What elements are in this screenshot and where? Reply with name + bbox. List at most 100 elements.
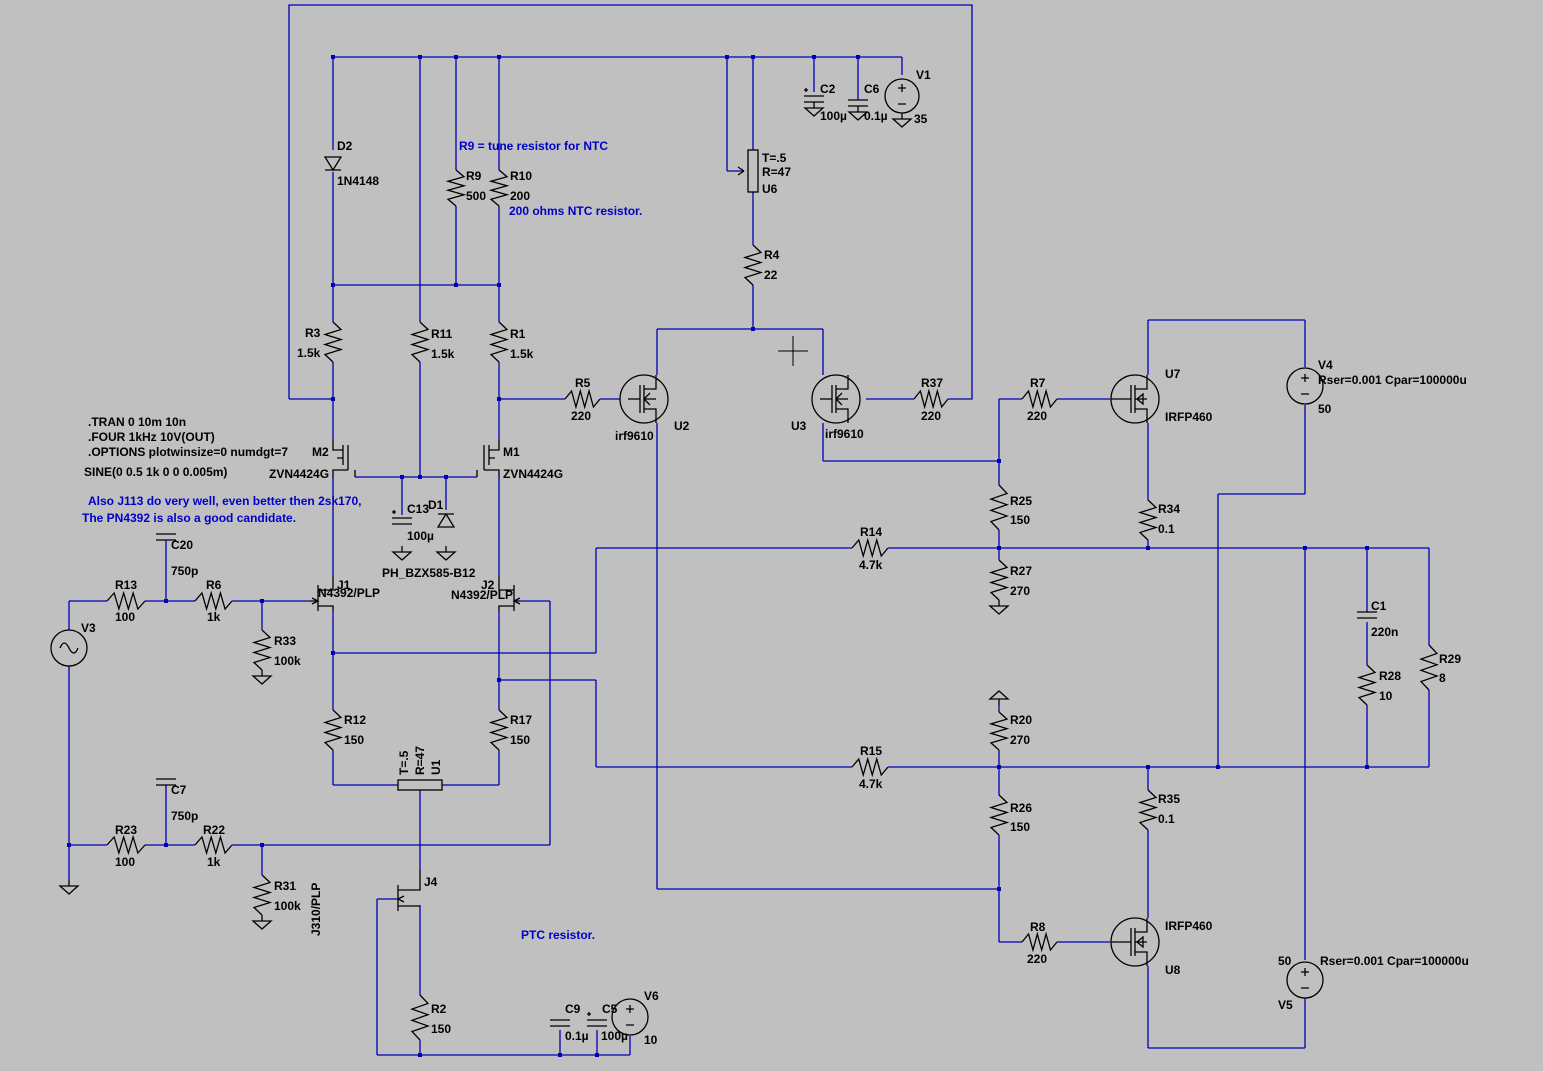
jfet-j4 xyxy=(396,870,421,911)
label-R29-value: 8 xyxy=(1439,671,1446,685)
label-R20-value: 270 xyxy=(1010,733,1030,747)
ground-v3 xyxy=(58,880,80,895)
label-R23-value: 100 xyxy=(115,855,135,869)
resistor-r13 xyxy=(106,590,146,612)
directive-four[interactable]: .FOUR 1kHz 10V(OUT) xyxy=(88,430,215,444)
capacitor-c6 xyxy=(848,99,868,107)
label-R22: R22 xyxy=(203,823,225,837)
label-C13-value: 100µ xyxy=(407,529,434,543)
label-R4-value: 22 xyxy=(764,268,778,282)
comment-ptc[interactable]: PTC resistor. xyxy=(521,928,595,942)
label-R3-value: 1.5k xyxy=(297,346,321,360)
label-U6-t: T=.5 xyxy=(762,151,787,165)
capacitor-c20 xyxy=(156,533,176,541)
directive-tran[interactable]: .TRAN 0 10m 10n xyxy=(88,415,186,429)
label-C7: C7 xyxy=(171,783,187,797)
label-C1-value: 220n xyxy=(1371,625,1398,639)
capacitor-c7 xyxy=(156,778,176,786)
label-R8-value: 220 xyxy=(1027,952,1047,966)
label-M1: M1 xyxy=(503,445,520,459)
label-M2: M2 xyxy=(312,445,329,459)
capacitor-c9 xyxy=(550,1019,570,1027)
jfet-j1 xyxy=(310,575,334,611)
components xyxy=(50,78,1439,1041)
comment-jfet-1[interactable]: Also J113 do very well, even better then… xyxy=(88,494,361,508)
label-J1-value: N4392/PLP xyxy=(318,586,380,600)
label-V5-params: Rser=0.001 Cpar=100000u xyxy=(1320,954,1469,968)
resistor-r37 xyxy=(913,388,949,410)
label-R28: R28 xyxy=(1379,669,1401,683)
label-R3: R3 xyxy=(305,326,321,340)
label-V3: V3 xyxy=(81,621,96,635)
ground-r20 xyxy=(988,690,1010,705)
label-V6: V6 xyxy=(644,989,659,1003)
resistor-r4 xyxy=(742,244,764,286)
resistor-r15 xyxy=(851,756,889,778)
label-R33: R33 xyxy=(274,634,296,648)
label-R6-value: 1k xyxy=(207,610,221,624)
label-C6-value: 0.1µ xyxy=(864,109,888,123)
resistor-r5 xyxy=(564,388,601,410)
label-C1: C1 xyxy=(1371,599,1387,613)
ground-c2 xyxy=(803,102,825,117)
resistor-r23 xyxy=(106,834,146,856)
label-U1-t: T=.5 xyxy=(397,750,411,775)
label-R2-value: 150 xyxy=(431,1022,451,1036)
label-C2: C2 xyxy=(820,82,836,96)
label-R15: R15 xyxy=(860,744,882,758)
label-R5: R5 xyxy=(575,376,591,390)
label-C20-value: 750p xyxy=(171,564,198,578)
capacitor-c5-plus xyxy=(587,1012,591,1016)
label-R12: R12 xyxy=(344,713,366,727)
label-V5: V5 xyxy=(1278,998,1293,1012)
resistor-r2 xyxy=(410,994,430,1041)
label-C5-value: 100µ xyxy=(601,1029,628,1043)
resistor-r25 xyxy=(989,484,1009,531)
ground-d1 xyxy=(435,546,457,561)
label-R31-value: 100k xyxy=(274,899,301,913)
mosfet-m2 xyxy=(332,440,356,478)
label-R9: R9 xyxy=(466,169,482,183)
mosfet-m1 xyxy=(476,440,500,478)
mosfet-u7-body xyxy=(1111,375,1148,423)
label-U6-r: R=47 xyxy=(762,165,791,179)
label-V5-value: 50 xyxy=(1278,954,1292,968)
resistor-r11 xyxy=(409,321,431,363)
comment-ntc[interactable]: 200 ohms NTC resistor. xyxy=(509,204,642,218)
label-R15-value: 4.7k xyxy=(859,777,883,791)
label-R2: R2 xyxy=(431,1002,447,1016)
directive-options[interactable]: .OPTIONS plotwinsize=0 numdgt=7 xyxy=(88,445,288,459)
label-R27-value: 270 xyxy=(1010,584,1030,598)
label-R29: R29 xyxy=(1439,652,1461,666)
label-U7: U7 xyxy=(1165,367,1181,381)
label-U1: U1 xyxy=(429,759,443,775)
label-R11: R11 xyxy=(431,327,453,341)
ground-r33 xyxy=(251,670,273,685)
label-U2: U2 xyxy=(674,419,690,433)
jfet-j2 xyxy=(498,575,521,611)
resistor-r29 xyxy=(1419,644,1439,691)
mosfet-u8-body xyxy=(1111,918,1148,966)
label-J4-value: J310/PLP xyxy=(309,883,323,936)
label-R35: R35 xyxy=(1158,792,1180,806)
resistor-r3 xyxy=(322,321,344,363)
voltage-source-v1-sign xyxy=(898,84,906,105)
capacitor-c2 xyxy=(804,95,824,103)
spice-directives: .TRAN 0 10m 10n .FOUR 1kHz 10V(OUT) .OPT… xyxy=(84,415,288,479)
mosfet-u3 xyxy=(811,374,861,424)
label-R14: R14 xyxy=(860,525,882,539)
label-R34: R34 xyxy=(1158,502,1180,516)
label-R17: R17 xyxy=(510,713,532,727)
label-D2-value: 1N4148 xyxy=(337,174,379,188)
label-R1-value: 1.5k xyxy=(510,347,534,361)
label-R34-value: 0.1 xyxy=(1158,522,1175,536)
label-R6: R6 xyxy=(206,578,222,592)
label-C13: C13 xyxy=(407,502,429,516)
comment-jfet-2[interactable]: The PN4392 is also a good candidate. xyxy=(82,511,296,525)
label-J4: J4 xyxy=(424,875,438,889)
label-R17-value: 150 xyxy=(510,733,530,747)
label-R28-value: 10 xyxy=(1379,689,1393,703)
comment-r9[interactable]: R9 = tune resistor for NTC xyxy=(459,139,608,153)
